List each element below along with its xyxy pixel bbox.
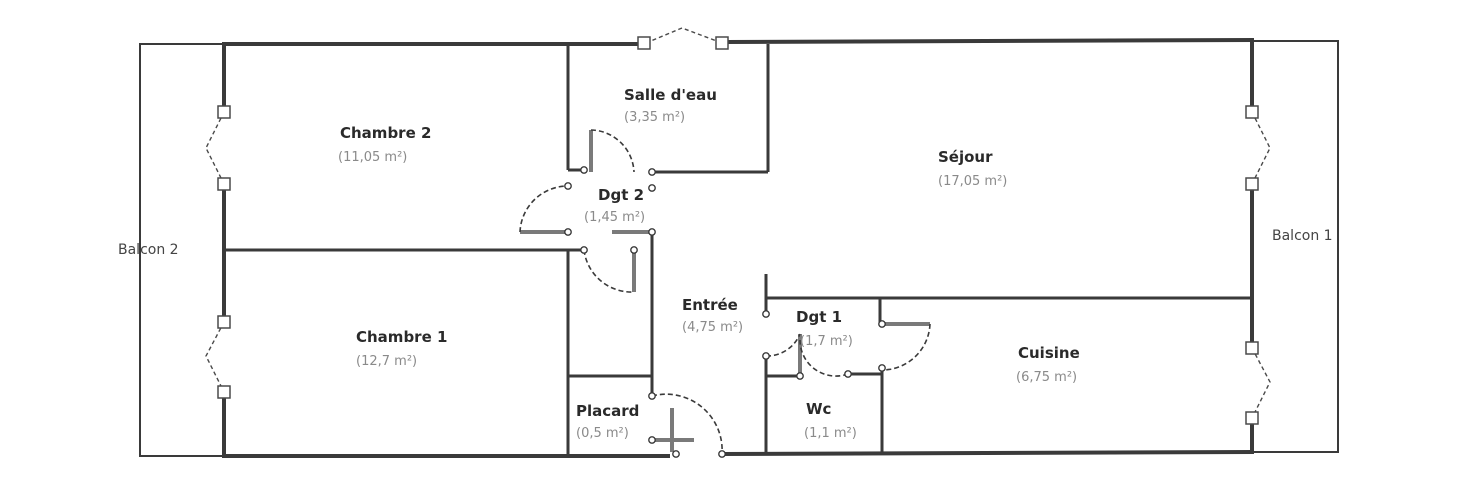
balcony-label-balcon-1: Balcon 1 [1272, 228, 1333, 244]
wall-bottom-right [719, 449, 1255, 457]
balcon-2-outline [139, 43, 222, 457]
room-name-chambre-2: Chambre 2 [340, 124, 432, 142]
swing-salle [590, 129, 635, 173]
hinge [796, 372, 804, 380]
hinge [564, 182, 572, 190]
hinge [564, 228, 572, 236]
swing-dgt2-left [519, 185, 569, 233]
room-name-entree: Entrée [682, 296, 738, 314]
hinge [718, 450, 726, 458]
room-area-sejour: (17,05 m²) [938, 174, 1008, 189]
room-name-chambre-1: Chambre 1 [356, 328, 448, 346]
room-area-chambre-2: (11,05 m²) [338, 150, 408, 165]
wall-top-right [724, 37, 1255, 45]
hinge [630, 246, 638, 254]
room-area-entree: (4,75 m²) [682, 320, 744, 335]
hinge [844, 370, 852, 378]
interior-walls [224, 44, 1252, 456]
room-area-dgt-1: (1,7 m²) [800, 334, 853, 349]
swing-cuisine [881, 323, 931, 371]
hinge [648, 392, 656, 400]
hinge [672, 450, 680, 458]
window-chambre1-swing [205, 321, 225, 393]
hinge [648, 168, 656, 176]
frame-sej-bottom [1245, 177, 1259, 191]
frame-ch2-bottom [217, 177, 231, 191]
room-name-dgt-2: Dgt 2 [598, 186, 645, 204]
balcon-1-outline [1254, 40, 1339, 453]
room-area-cuisine: (6,75 m²) [1016, 370, 1078, 385]
frame-cui-top [1245, 341, 1259, 355]
hinge [878, 320, 886, 328]
window-cuisine-swing [1251, 347, 1271, 419]
frame-sej-top [1245, 105, 1259, 119]
hinge [878, 364, 886, 372]
door-leaves [520, 130, 930, 452]
hinge [648, 184, 656, 192]
swing-wc [799, 339, 849, 377]
hinge [648, 228, 656, 236]
room-name-placard: Placard [576, 402, 640, 420]
hinge [762, 352, 770, 360]
hinge [580, 166, 588, 174]
door-swings [519, 129, 931, 455]
room-name-salle-deau: Salle d'eau [624, 86, 717, 104]
hinge [648, 436, 656, 444]
room-name-dgt-1: Dgt 1 [796, 308, 843, 326]
door-hinges [564, 166, 886, 458]
balcony-outlines [139, 40, 1339, 457]
room-area-wc: (1,1 m²) [804, 426, 857, 441]
room-name-sejour: Séjour [938, 148, 993, 166]
swing-placard [651, 393, 723, 455]
frame-ch1-bottom [217, 385, 231, 399]
room-name-cuisine: Cuisine [1018, 344, 1080, 362]
room-name-wc: Wc [806, 400, 832, 418]
frame-ch2-top [217, 105, 231, 119]
window-frames [217, 36, 1259, 425]
frame-ch1-top [217, 315, 231, 329]
frame-top-right [715, 36, 729, 50]
swing-dgt1 [765, 333, 801, 357]
swing-dgt2-bottom [583, 249, 635, 293]
room-area-salle-deau: (3,35 m²) [624, 110, 686, 125]
hinge [580, 246, 588, 254]
hinge [762, 310, 770, 318]
room-area-chambre-1: (12,7 m²) [356, 354, 418, 369]
frame-cui-bottom [1245, 411, 1259, 425]
windows [205, 27, 1271, 419]
room-area-dgt-2: (1,45 m²) [584, 210, 646, 225]
balcony-label-balcon-2: Balcon 2 [118, 242, 179, 258]
window-top-swing [645, 27, 723, 44]
room-area-placard: (0,5 m²) [576, 426, 629, 441]
frame-top-left [637, 36, 651, 50]
